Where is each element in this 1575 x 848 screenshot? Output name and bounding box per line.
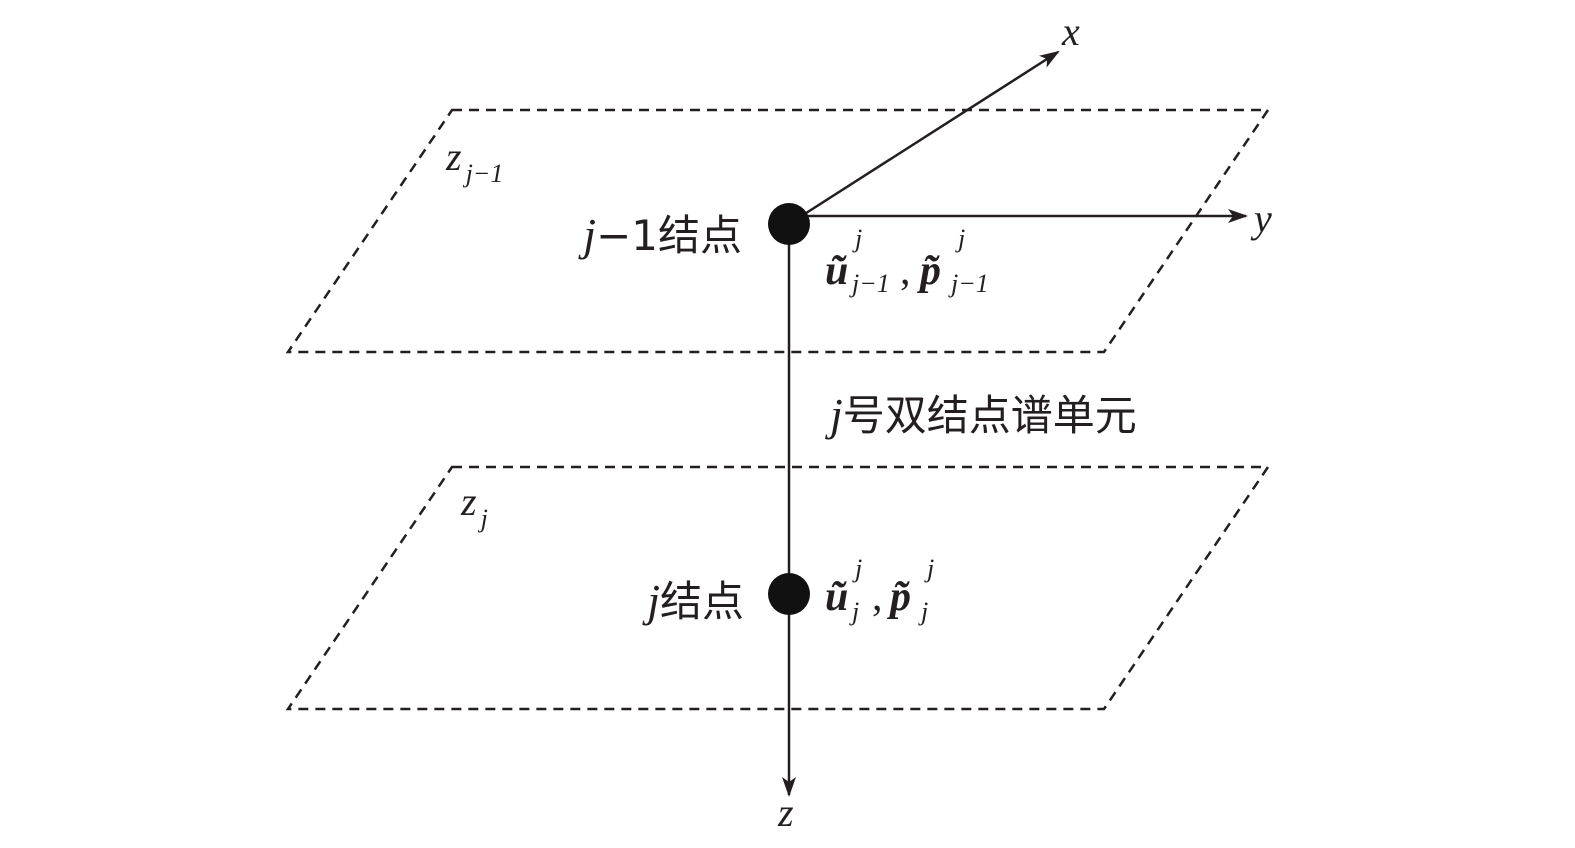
upper-plane-label: z j−1 bbox=[445, 134, 503, 188]
node-j-quantities: ũ j j , p̃ j j bbox=[825, 554, 934, 626]
p-symbol: p̃ bbox=[887, 574, 911, 620]
x-axis bbox=[788, 50, 1060, 226]
upper-plane bbox=[285, 108, 1271, 354]
element-label: j号双结点谱单元 bbox=[825, 389, 1137, 440]
separator: , bbox=[900, 248, 911, 294]
u-subscript: j−1 bbox=[849, 269, 890, 298]
x-axis-label: x bbox=[1061, 9, 1080, 54]
p-symbol: p̃ bbox=[917, 248, 941, 294]
node-j-minus-1-quantities: ũ j j−1 , p̃ j j−1 bbox=[825, 224, 989, 298]
node-j-label: j结点 bbox=[642, 575, 744, 626]
separator: , bbox=[872, 574, 883, 620]
p-superscript: j bbox=[924, 554, 934, 583]
u-symbol: ũ bbox=[825, 248, 848, 294]
lower-plane bbox=[285, 465, 1271, 711]
lower-plane-label: z j bbox=[460, 479, 488, 533]
node-j bbox=[768, 573, 810, 615]
node-j-minus-1 bbox=[768, 203, 810, 245]
u-symbol: ũ bbox=[825, 574, 848, 620]
u-superscript: j bbox=[852, 224, 862, 253]
u-superscript: j bbox=[852, 554, 862, 583]
node-j-minus-1-label: j−1结点 bbox=[578, 209, 742, 260]
y-axis-label: y bbox=[1250, 196, 1272, 241]
p-subscript: j−1 bbox=[948, 269, 989, 298]
p-subscript: j bbox=[918, 597, 928, 626]
p-superscript: j bbox=[955, 224, 965, 253]
z-axis-label: z bbox=[777, 790, 794, 835]
u-subscript: j bbox=[849, 597, 859, 626]
